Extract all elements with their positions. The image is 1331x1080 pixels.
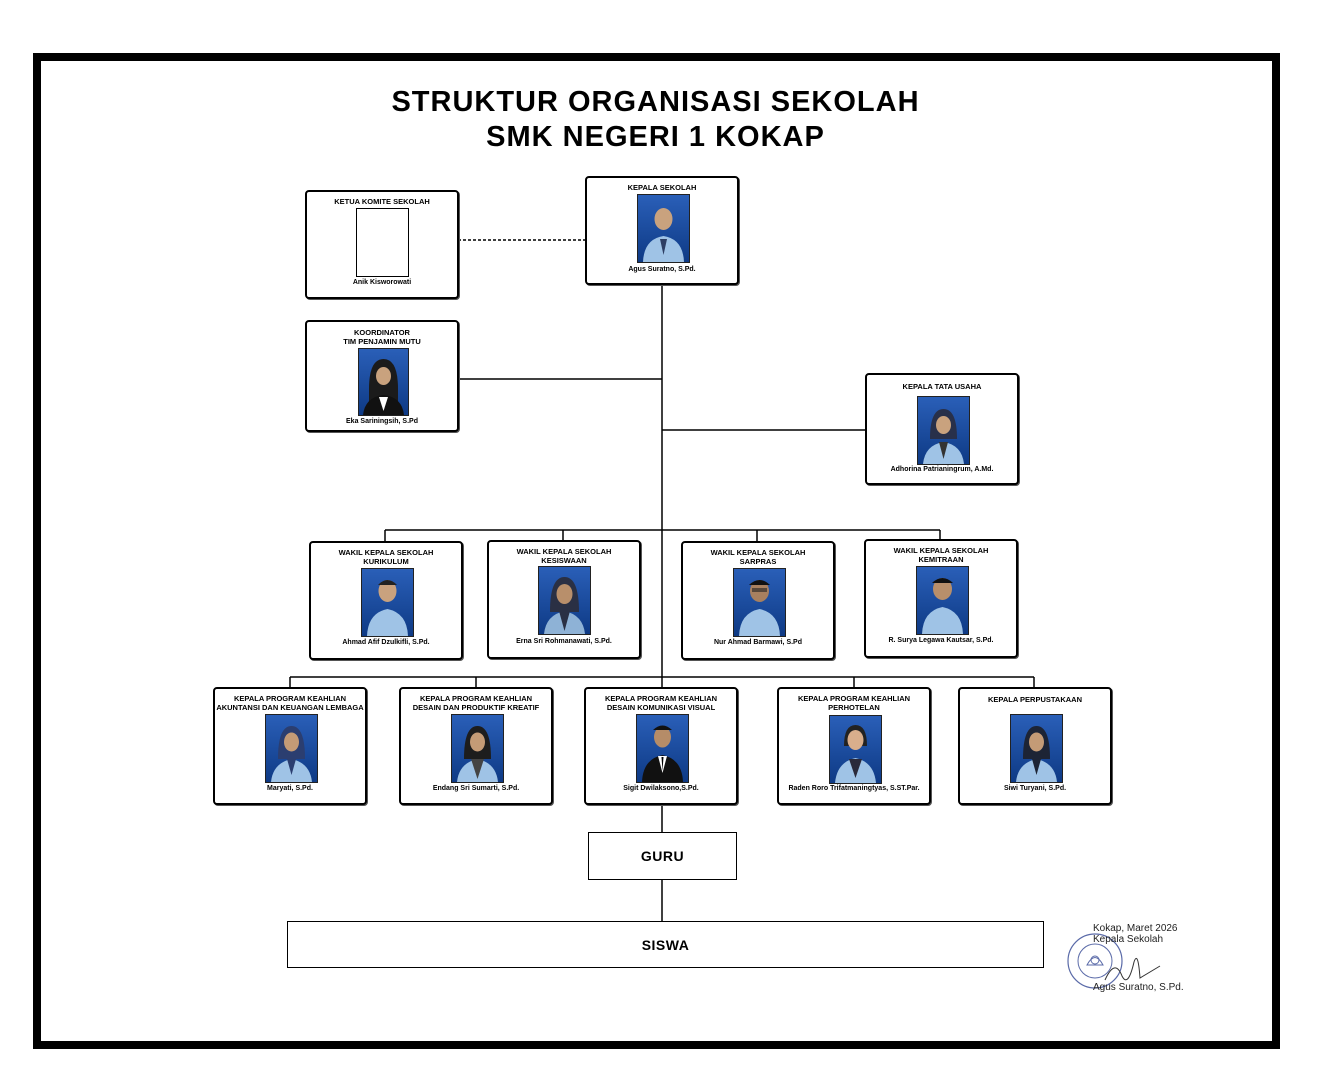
photo-wakil-kesiswaan: [538, 566, 591, 635]
signature-place-date: Kokap, Maret 2026: [1093, 923, 1178, 934]
photo-prog-kriya: [451, 714, 504, 783]
photo-wakil-kemitraan: [916, 566, 969, 635]
photo-koordinator: [358, 348, 409, 416]
guru-box: GURU: [588, 832, 737, 880]
node-person-name: Maryati, S.Pd.: [267, 785, 313, 792]
photo-wakil-kurikulum: [361, 568, 414, 637]
chart-title: STRUKTUR ORGANISASI SEKOLAH: [391, 86, 920, 118]
node-role: KEPALA SEKOLAH: [627, 183, 697, 192]
node-role: KETUA KOMITE SEKOLAH: [334, 197, 430, 206]
node-person-name: Erna Sri Rohmanawati, S.Pd.: [516, 638, 612, 645]
photo-prog-dkv: [636, 714, 689, 783]
node-role: KEPALA PERPUSTAKAAN: [987, 695, 1083, 704]
node-person-name: Raden Roro Trifatmaningtyas, S.ST.Par.: [788, 785, 920, 792]
signature-scribble: [1104, 958, 1161, 981]
siswa-box: SISWA: [287, 921, 1044, 968]
node-kepala-tata-usaha: KEPALA TATA USAHA Adhorina Patrianingrum…: [865, 373, 1019, 485]
photo-wakil-sarpras: [733, 568, 786, 637]
node-person-name: R. Surya Legawa Kautsar, S.Pd.: [888, 637, 994, 644]
node-person-name: Adhorina Patrianingrum, A.Md.: [890, 466, 994, 473]
node-role: KEPALA TATA USAHA: [902, 382, 982, 391]
node-person-name: Anik Kisworowati: [352, 279, 412, 286]
node-kepala-perpustakaan: KEPALA PERPUSTAKAAN Siwi Turyani, S.Pd.: [958, 687, 1112, 805]
photo-placeholder: [356, 208, 409, 277]
node-person-name: Nur Ahmad Barmawi, S.Pd: [713, 639, 803, 646]
node-person-name: Siwi Turyani, S.Pd.: [1003, 785, 1067, 792]
photo-tata-usaha: [917, 396, 970, 465]
signature-name: Agus Suratno, S.Pd.: [1093, 982, 1184, 993]
node-person-name: Agus Suratno, S.Pd.: [628, 266, 696, 273]
photo-prog-perhotelan: [829, 715, 882, 784]
photo-perpustakaan: [1010, 714, 1063, 783]
photo-kepala-sekolah: [637, 194, 690, 263]
chart-subtitle: SMK NEGERI 1 KOKAP: [486, 121, 825, 153]
node-person-name: Sigit Dwilaksono,S.Pd.: [623, 785, 699, 792]
node-person-name: Ahmad Afif Dzulkifli, S.Pd.: [342, 639, 430, 646]
photo-prog-akuntansi: [265, 714, 318, 783]
node-ketua-komite: KETUA KOMITE SEKOLAH Anik Kisworowati: [305, 190, 459, 299]
node-person-name: Endang Sri Sumarti, S.Pd.: [432, 785, 520, 792]
node-kepala-sekolah: KEPALA SEKOLAH Agus Suratno, S.Pd.: [585, 176, 739, 285]
school-stamp: [1067, 933, 1123, 989]
page-frame: [33, 53, 1280, 1049]
node-person-name: Eka Sariningsih, S.Pd: [346, 418, 418, 425]
signature-position: Kepala Sekolah: [1093, 934, 1164, 945]
